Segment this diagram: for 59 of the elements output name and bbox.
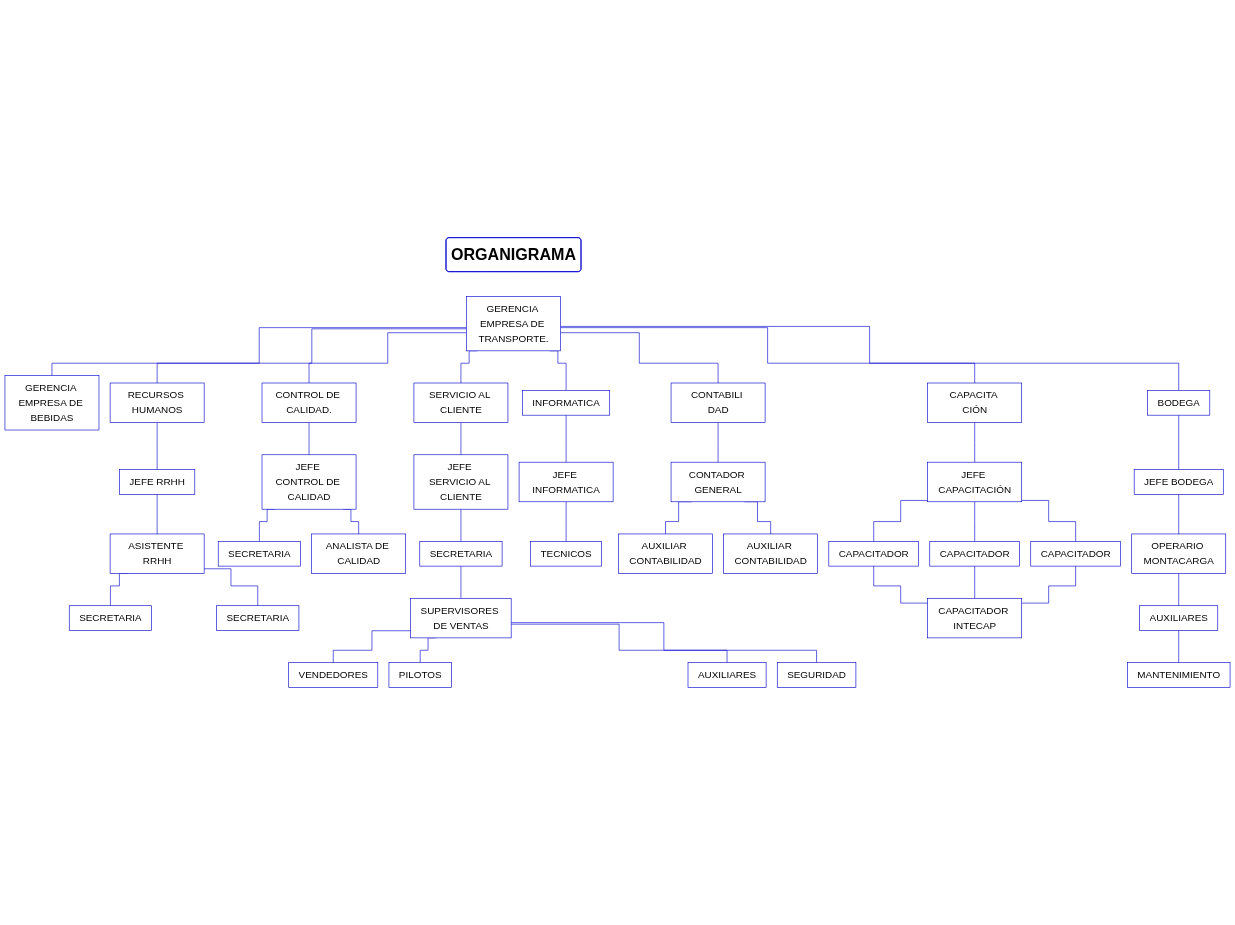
node-box: GERENCIA EMPRESA DE TRANSPORTE. [466,296,561,352]
connector [1021,565,1076,604]
connector [510,623,728,663]
node-box: CAPACITA CIÓN [927,382,1022,423]
node-box: CAPACITADOR INTECAP [927,598,1022,639]
node-box: MANTENIMIENTO [1127,662,1231,688]
connector [203,568,259,607]
node-box: JEFE RRHH [119,469,196,495]
connector [156,328,467,384]
connector [1178,414,1180,470]
node-box: JEFE INFORMATICA [518,461,614,503]
node-box: BODEGA [1147,390,1211,416]
node-box: SUPERVISORES DE VENTAS [410,598,512,639]
node-box: SECRETARIA [217,541,301,567]
node-box: SERVICIO AL CLIENTE [413,382,509,423]
node-box: AUXILIARES [1139,605,1219,631]
node-box: VENDEDORES [288,662,379,688]
connector [974,422,975,463]
connector [873,565,928,604]
node-box: JEFE CONTROL DE CALIDAD [261,454,357,510]
node-box: AUXILIARES [687,662,767,688]
node-box: PILOTOS [388,662,452,688]
node-box: CONTABILI DAD [670,382,766,423]
node-box: CONTROL DE CALIDAD. [261,382,357,423]
connector [560,326,1180,391]
node-box: ANALISTA DE CALIDAD [311,533,406,574]
node-box: INFORMATICA [522,390,611,416]
connector [510,622,817,663]
node-box: GERENCIA EMPRESA DE BEBIDAS [4,375,100,431]
node-box: AUXILIAR CONTABILIDAD [618,533,713,574]
node-box: SECRETARIA [419,541,503,567]
node-box: ASISTENTE RRHH [109,533,205,574]
connector [560,327,975,384]
connector [1178,573,1180,607]
node-box: CAPACITADOR [929,541,1020,567]
connector [873,500,928,542]
connector [51,327,467,376]
node-box: JEFE SERVICIO AL CLIENTE [413,454,509,510]
connector [308,332,467,384]
node-box: JEFE BODEGA [1133,469,1224,495]
connector [560,332,719,384]
node-box: RECURSOS HUMANOS [109,382,205,423]
node-box: CAPACITADOR [828,541,919,567]
node-box: SECRETARIA [68,605,152,631]
node-box: CAPACITADOR [1030,541,1121,567]
connector [1178,630,1180,663]
connector [974,565,975,599]
node-box: TECNICOS [530,541,602,567]
node-box: AUXILIAR CONTABILIDAD [723,533,818,574]
node-box: SEGURIDAD [776,662,857,688]
node-box: SECRETARIA [216,605,300,631]
connector [1021,500,1076,542]
node-box: OPERARIO MONTACARGA [1131,533,1227,574]
node-box: JEFE CAPACITACIÓN [927,461,1022,503]
connector [1178,494,1180,535]
node-box: CONTADOR GENERAL [670,461,766,503]
connector [332,630,411,663]
connector [156,422,158,470]
connector [156,494,158,535]
